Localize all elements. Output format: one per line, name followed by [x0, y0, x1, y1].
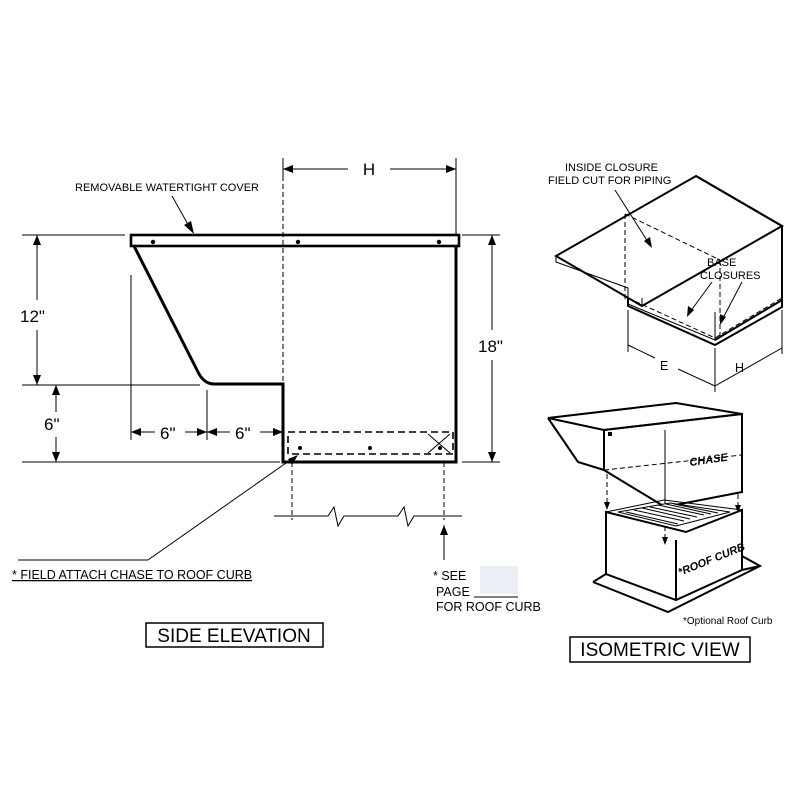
cover-screw-1	[150, 239, 156, 245]
removable-cover	[129, 233, 461, 248]
dim12-arrow-bottom	[33, 375, 41, 385]
dim18-arrow-bottom	[488, 452, 496, 462]
h-arrow-right	[446, 165, 456, 173]
iso-dim-e-line-1	[627, 344, 656, 359]
isometric-top-drawing: INSIDE CLOSURE FIELD CUT FOR PIPING BASE…	[548, 162, 785, 392]
base-closures-arrow-2	[720, 314, 726, 325]
optional-roof-curb-note: *Optional Roof Curb	[683, 616, 773, 627]
side-elevation-title-box	[145, 622, 324, 648]
cover-leader-arrow	[184, 221, 194, 234]
dim6v-arrow-bottom	[52, 452, 60, 462]
h-arrow-left	[283, 165, 293, 173]
dim6h-arrow-3	[207, 428, 217, 436]
field-attach-leader-1	[147, 455, 297, 561]
base-closure-x2	[427, 433, 451, 454]
dim6v-arrow-top	[52, 385, 60, 395]
field-attach-note: * FIELD ATTACH CHASE TO ROOF CURB	[12, 568, 252, 582]
isometric-exploded-drawing: CHASE *ROOF CURB *Optional Roof Curb ISO…	[547, 401, 773, 663]
exploded-chase-dash	[603, 454, 743, 471]
cover-screw-2	[295, 239, 301, 245]
iso-inner-dash-2	[624, 213, 721, 261]
chase-outline	[132, 245, 458, 464]
iso-top-slope	[555, 256, 716, 341]
inside-closure-line-1: INSIDE CLOSURE	[565, 162, 658, 174]
iso-dim-e-label: E	[660, 359, 668, 373]
chase-label: CHASE	[689, 452, 729, 469]
dim18-arrow-top	[488, 235, 496, 245]
base-closures-leader-1	[689, 281, 713, 313]
see-page-line-1: * SEE	[433, 569, 466, 583]
see-page-arrow	[440, 525, 448, 535]
curb-break-line	[274, 505, 462, 528]
iso-dim-e-line-2	[677, 368, 716, 387]
dim-12-label: 12"	[20, 307, 45, 326]
base-closure	[287, 431, 454, 455]
dim-6-left-label: 6"	[160, 424, 176, 443]
iso-dim-h-label: H	[735, 361, 744, 375]
base-screw-3	[438, 446, 442, 450]
side-elevation-drawing: H 12" 6" 18" 6" 6"	[12, 158, 541, 648]
dim6h-arrow-2	[197, 428, 207, 436]
iso-top-cover	[553, 174, 785, 308]
dim6h-arrow-1	[131, 428, 141, 436]
curb-flange-right	[741, 565, 761, 571]
roof-curb-flange	[592, 555, 763, 614]
curb-flange-left	[592, 573, 607, 583]
iso-top-front	[695, 175, 783, 341]
base-closures-arrow-1	[687, 306, 694, 317]
see-page-line-2: PAGE	[436, 585, 470, 599]
drop-arrow-1	[604, 502, 610, 510]
base-closures-line-1: BASE	[707, 257, 736, 269]
page-number-box	[480, 566, 518, 594]
cover-label: REMOVABLE WATERTIGHT COVER	[75, 182, 259, 194]
iso-base-dash	[627, 297, 783, 339]
inside-closure-leader	[614, 189, 649, 243]
dim6h-arrow-4	[273, 428, 283, 436]
dim12-arrow-top	[33, 235, 41, 245]
iso-dim-h-line	[714, 347, 783, 387]
inside-closure-arrow	[644, 237, 652, 248]
h-dimension-label: H	[363, 160, 375, 179]
base-closures-line-2: CLOSURES	[700, 270, 761, 282]
cover-screw-3	[436, 239, 442, 245]
side-elevation-title: SIDE ELEVATION	[157, 626, 310, 647]
roof-curb-top	[605, 499, 743, 513]
dim-6-vertical-label: 6"	[44, 415, 60, 434]
dim-6-right-label: 6"	[235, 424, 251, 443]
drop-arrow-2	[662, 537, 668, 545]
exploded-chase-slope	[547, 417, 605, 471]
base-closures-leader-2	[721, 281, 743, 321]
isometric-title-box	[569, 636, 751, 663]
inside-closure-line-2: FIELD CUT FOR PIPING	[548, 175, 671, 187]
base-screw-2	[368, 446, 372, 450]
exploded-chase-small-mark	[608, 432, 612, 436]
cover-leader	[171, 195, 191, 229]
roof-curb-grate-lines	[625, 503, 719, 525]
exploded-chase-box	[603, 412, 743, 509]
iso-base-closures-outline	[627, 298, 783, 347]
dim-18-label: 18"	[478, 337, 503, 356]
field-attach-arrow	[288, 455, 298, 465]
see-page-line-3: FOR ROOF CURB	[436, 600, 541, 614]
base-screw-1	[298, 446, 302, 450]
isometric-title: ISOMETRIC VIEW	[580, 640, 739, 661]
